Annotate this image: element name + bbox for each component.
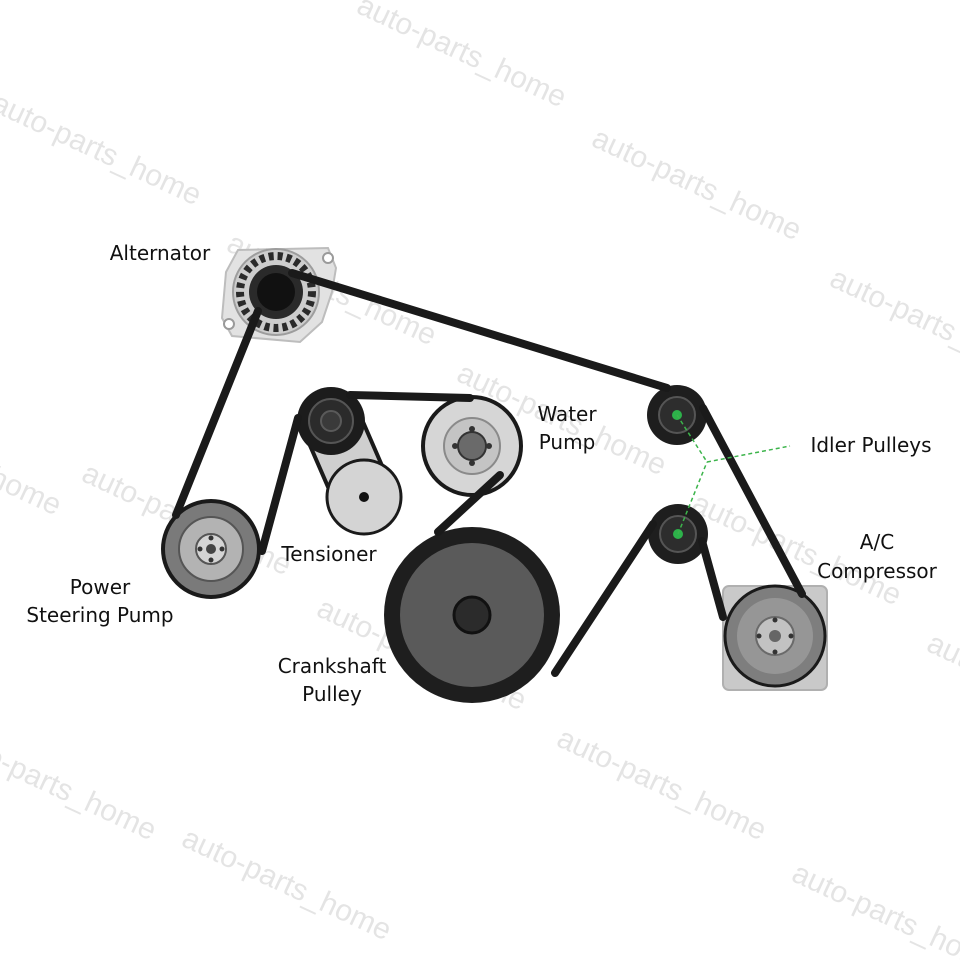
label-idler-pulleys: Idler Pulleys bbox=[810, 433, 931, 457]
alternator bbox=[220, 246, 338, 344]
watermark-text: auto-parts_home bbox=[825, 261, 960, 387]
label-alternator: Alternator bbox=[110, 241, 211, 265]
watermark-text: auto-parts_home bbox=[0, 86, 207, 212]
ac-compressor bbox=[722, 584, 828, 691]
label-tensioner: Tensioner bbox=[280, 542, 377, 566]
label-power-steering-line1: Power bbox=[70, 575, 131, 599]
label-ac-compressor-line1: A/C bbox=[860, 530, 894, 554]
label-power-steering-line2: Steering Pump bbox=[26, 603, 173, 627]
tensioner bbox=[297, 387, 365, 455]
label-ac-compressor-line2: Compressor bbox=[817, 559, 938, 583]
watermark-text: auto-parts_home bbox=[0, 721, 162, 847]
serpentine-belt bbox=[172, 269, 806, 677]
label-water-pump-line1: Water bbox=[537, 402, 597, 426]
idler-leader-lines bbox=[676, 414, 791, 535]
watermark-text: auto-parts_home bbox=[0, 396, 67, 522]
label-crankshaft-line1: Crankshaft bbox=[278, 654, 387, 678]
label-water-pump-line2: Pump bbox=[539, 430, 596, 454]
watermark-text: auto-parts_home bbox=[787, 856, 960, 960]
crankshaft-pulley bbox=[384, 527, 560, 703]
water-pump bbox=[421, 395, 523, 497]
watermark-text: auto-parts_home bbox=[587, 121, 807, 247]
tensioner-arm-pulley bbox=[325, 458, 403, 536]
watermark-text: auto-parts_home bbox=[177, 821, 397, 947]
watermark-text: auto-parts_home bbox=[922, 626, 960, 752]
watermark-text: auto-parts_home bbox=[552, 721, 772, 847]
watermark-text: auto-parts_home bbox=[352, 0, 572, 114]
alternator-vents bbox=[236, 252, 316, 332]
labels: Alternator Water Pump Idler Pulleys Tens… bbox=[26, 241, 937, 706]
label-crankshaft-line2: Pulley bbox=[302, 682, 362, 706]
power-steering-pump bbox=[161, 499, 261, 599]
